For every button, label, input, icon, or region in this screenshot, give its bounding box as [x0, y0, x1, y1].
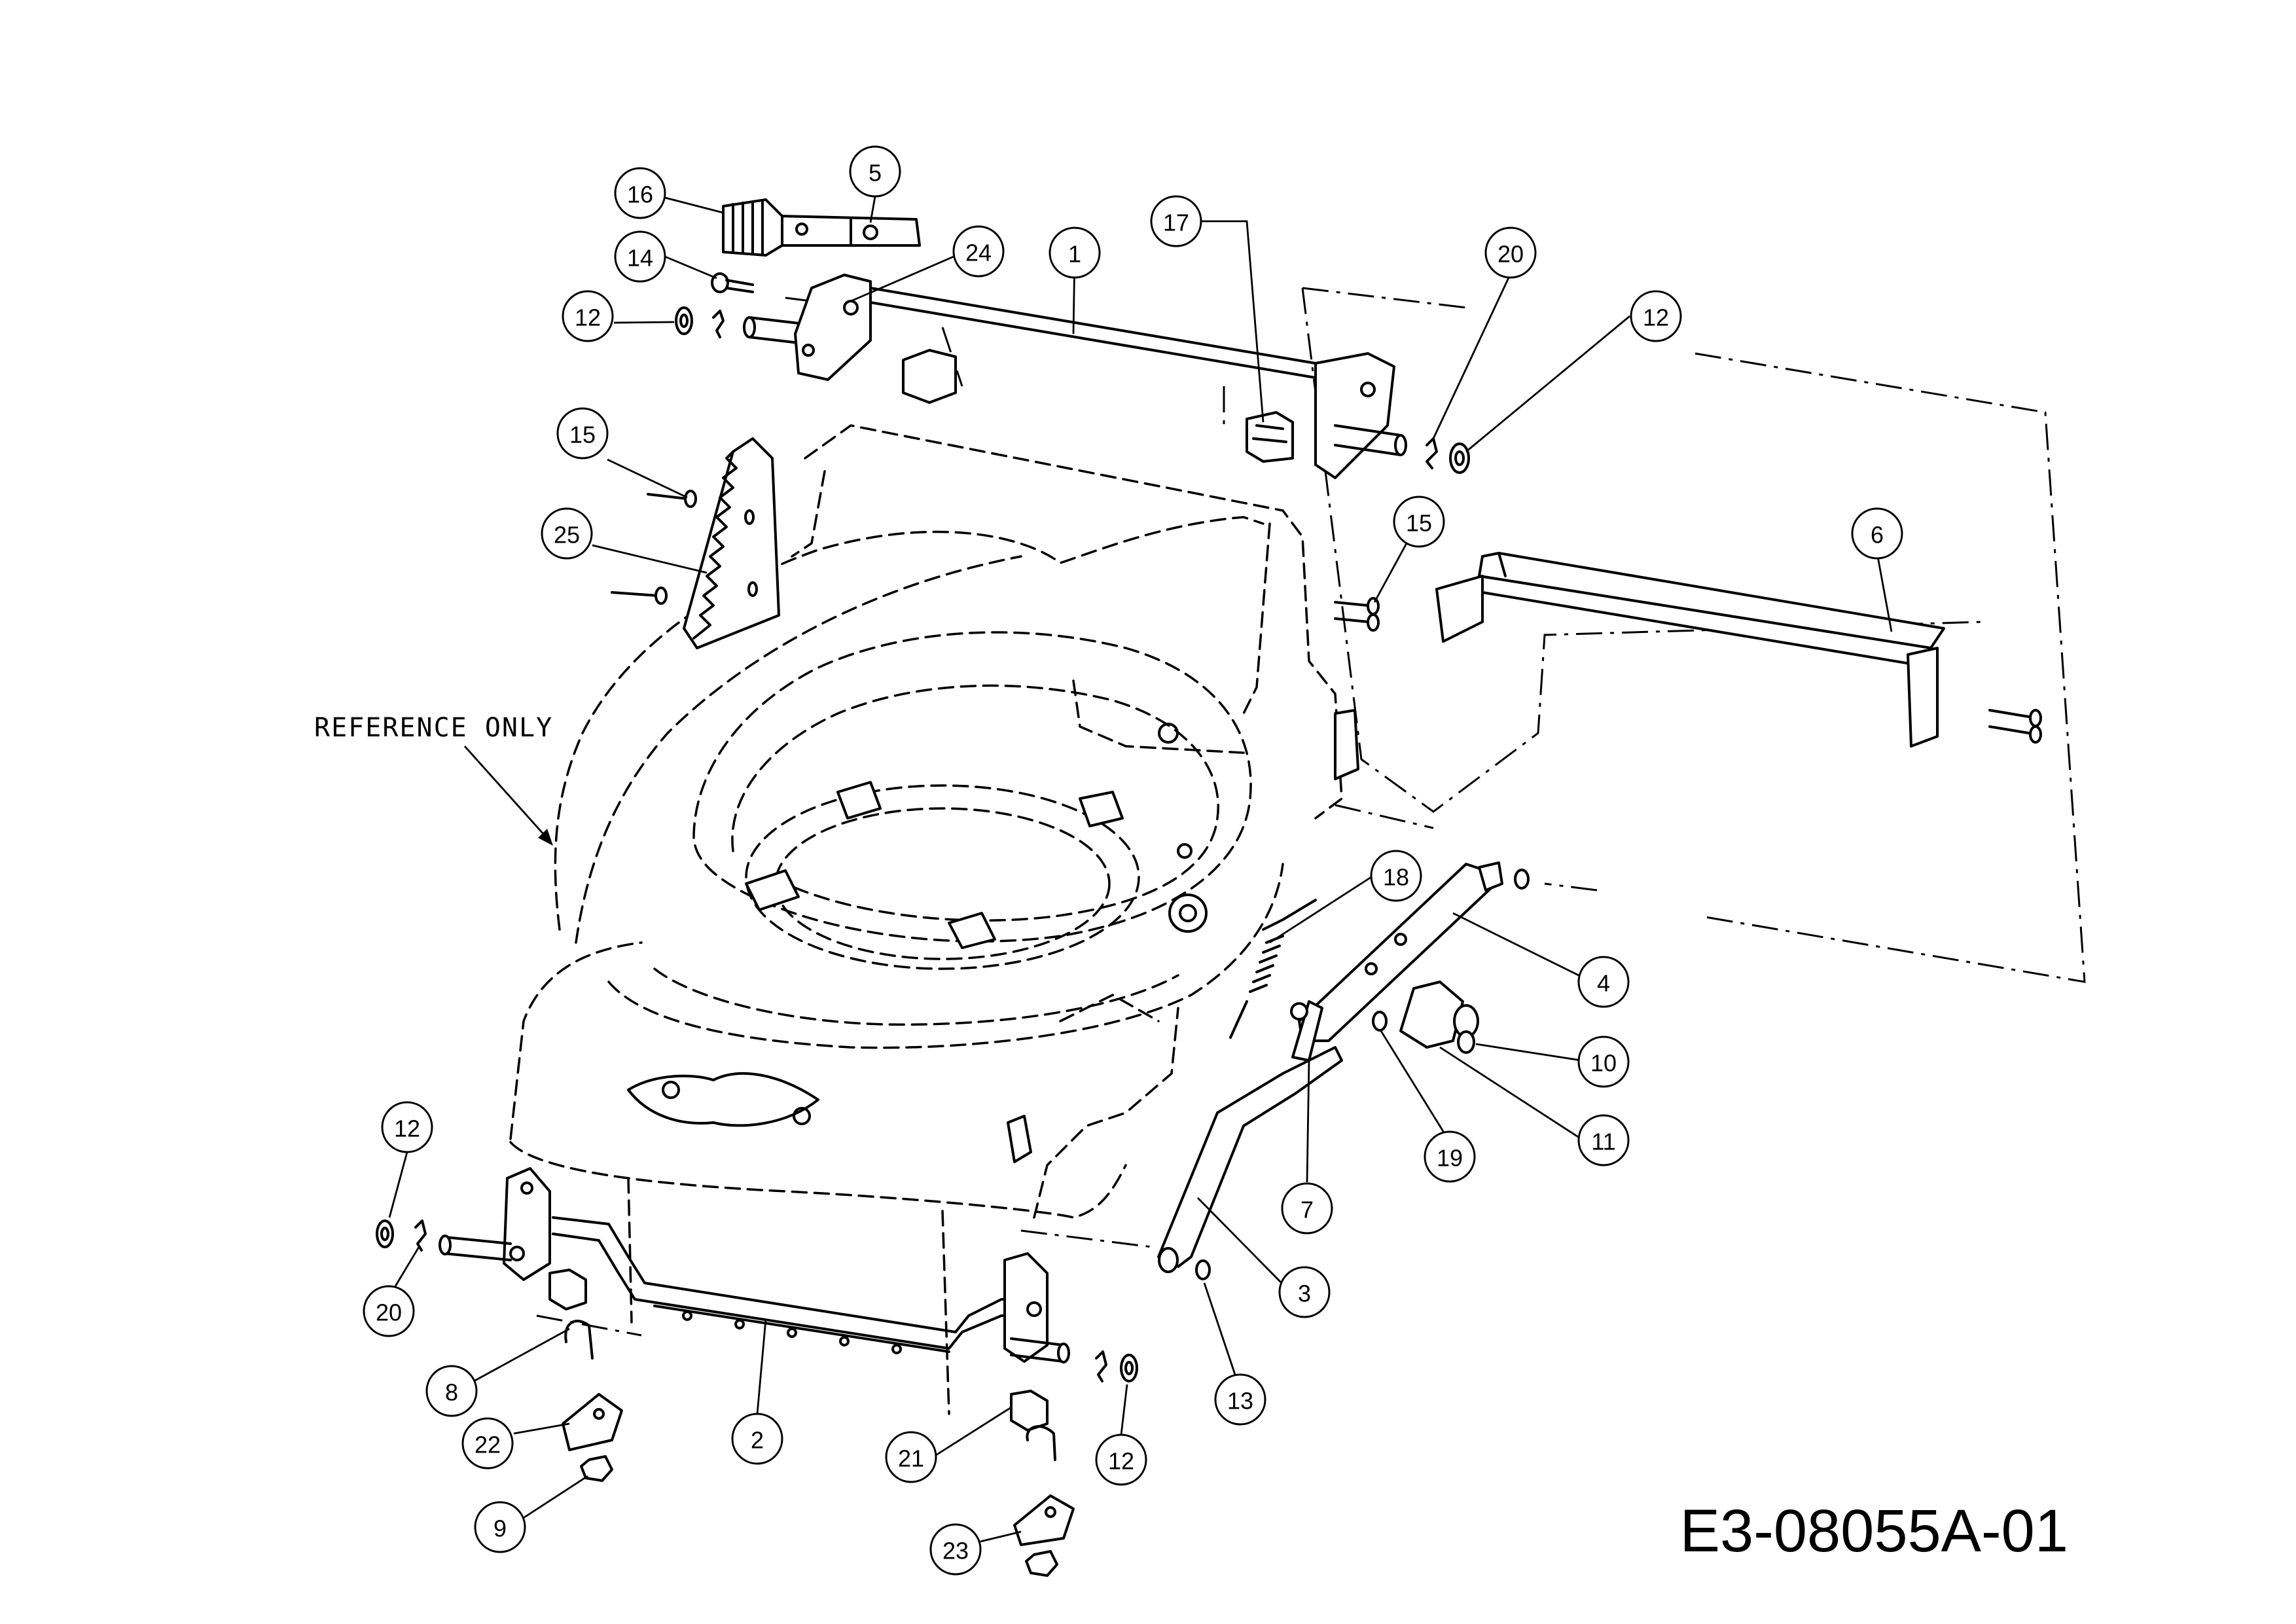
svg-text:18: 18	[1383, 864, 1409, 891]
side-levers	[1007, 709, 1530, 1280]
height-rack	[611, 437, 780, 649]
svg-text:12: 12	[1108, 1448, 1134, 1475]
svg-text:24: 24	[965, 240, 992, 266]
callout-13: 13	[1214, 1373, 1266, 1426]
callout-10: 10	[1577, 1036, 1630, 1088]
callout-15-right: 15	[1393, 496, 1445, 548]
callout-22: 22	[461, 1417, 514, 1470]
svg-text:5: 5	[869, 160, 882, 187]
svg-text:15: 15	[1406, 510, 1432, 537]
callout-21: 21	[885, 1431, 937, 1483]
svg-text:10: 10	[1590, 1050, 1617, 1077]
svg-text:12: 12	[394, 1115, 420, 1142]
leader-lines	[388, 196, 1893, 1543]
callouts: 1 2 3 4 5 6 7 8 9 10 11 12 12 12 12 13 1…	[363, 145, 1903, 1576]
drawing-number: E3-08055A-01	[1680, 1498, 2068, 1564]
callout-12-front-left: 12	[381, 1101, 433, 1153]
callout-16: 16	[614, 167, 666, 219]
callout-11: 11	[1577, 1114, 1630, 1166]
callout-24: 24	[952, 225, 1005, 278]
callout-12-front-right: 12	[1095, 1434, 1147, 1486]
svg-text:4: 4	[1597, 970, 1610, 997]
svg-text:6: 6	[1871, 522, 1884, 549]
callout-23: 23	[929, 1523, 982, 1576]
callout-8: 8	[425, 1365, 478, 1417]
callout-9: 9	[474, 1501, 526, 1553]
svg-text:15: 15	[569, 422, 596, 448]
svg-text:23: 23	[942, 1538, 969, 1564]
reference-leader	[463, 746, 551, 842]
svg-text:21: 21	[898, 1445, 924, 1472]
svg-text:1: 1	[1068, 241, 1081, 268]
callout-20-top: 20	[1484, 226, 1537, 279]
assembly-lines	[536, 287, 2086, 1337]
callout-1: 1	[1049, 226, 1101, 279]
svg-text:16: 16	[627, 181, 653, 208]
small-hardware	[376, 272, 1470, 1382]
rear-axle	[743, 274, 1407, 479]
callout-2: 2	[731, 1413, 783, 1465]
callout-12-top-left: 12	[562, 290, 614, 342]
callout-15-left: 15	[556, 407, 609, 460]
callout-14: 14	[614, 230, 666, 283]
svg-text:3: 3	[1298, 1280, 1311, 1307]
callout-6: 6	[1851, 507, 1903, 560]
callout-19: 19	[1424, 1130, 1476, 1183]
reference-only-note: REFERENCE ONLY	[314, 713, 553, 743]
svg-text:7: 7	[1300, 1197, 1314, 1223]
svg-text:12: 12	[575, 304, 601, 331]
callout-17: 17	[1150, 195, 1202, 247]
svg-text:11: 11	[1591, 1128, 1615, 1155]
svg-text:22: 22	[475, 1432, 501, 1458]
height-adjust-lever	[722, 198, 921, 257]
svg-text:9: 9	[493, 1515, 507, 1542]
callout-7: 7	[1281, 1182, 1333, 1235]
svg-text:17: 17	[1163, 209, 1189, 236]
svg-text:8: 8	[445, 1379, 458, 1406]
svg-text:13: 13	[1227, 1388, 1253, 1415]
callout-18: 18	[1370, 850, 1422, 902]
callout-4: 4	[1577, 956, 1630, 1008]
front-axle	[439, 1167, 1075, 1577]
svg-text:20: 20	[376, 1299, 402, 1326]
mower-deck-outline	[509, 424, 1343, 1415]
rear-flap	[1334, 552, 2042, 748]
callout-3: 3	[1278, 1266, 1331, 1318]
svg-text:14: 14	[627, 245, 653, 272]
callout-20-front: 20	[363, 1285, 415, 1337]
reference-arrow	[538, 829, 553, 846]
callout-12-top-right: 12	[1630, 290, 1682, 342]
callout-25: 25	[541, 507, 593, 560]
svg-text:12: 12	[1643, 304, 1669, 331]
callout-5: 5	[849, 145, 901, 198]
svg-text:20: 20	[1498, 241, 1524, 268]
svg-text:2: 2	[751, 1427, 764, 1454]
svg-text:19: 19	[1437, 1145, 1463, 1172]
svg-text:25: 25	[554, 522, 580, 549]
